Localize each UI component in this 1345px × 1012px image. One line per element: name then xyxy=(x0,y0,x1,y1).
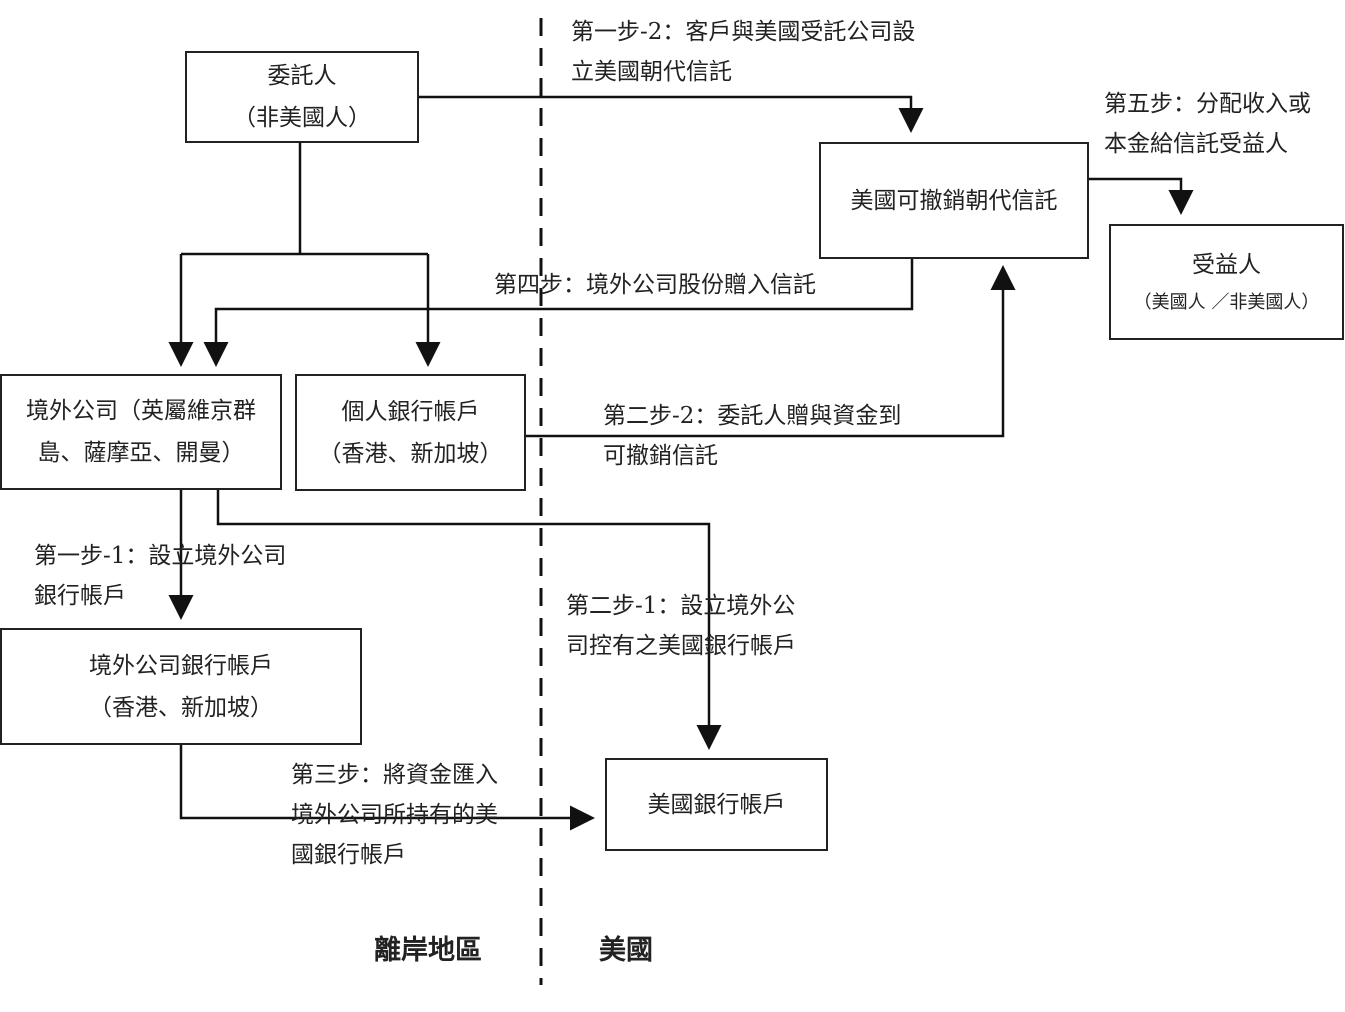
personal-account-sublabel: （香港、新加坡） xyxy=(318,440,503,467)
arrow-grantor-to-trust xyxy=(418,95,924,133)
step1-2-label: 第一步-2：客戶與美國受託公司設 立美國朝代信託 xyxy=(571,19,916,85)
beneficiary-box: 受益人 （美國人 ／非美國人） xyxy=(1109,224,1344,340)
personal-account-label: 個人銀行帳戶 xyxy=(341,398,480,425)
us-bank-account-box: 美國銀行帳戶 xyxy=(605,758,828,851)
offshore-company-box: 境外公司（英屬維京群 島、薩摩亞、開曼） xyxy=(0,374,282,490)
offshore-company-account-sublabel: （香港、新加坡） xyxy=(89,694,273,721)
arrow-account-to-us-bank xyxy=(179,744,595,831)
step2-2-label: 第二步-2：委託人贈與資金到 可撤銷信託 xyxy=(603,403,902,469)
offshore-company-sublabel: 島、薩摩亞、開曼） xyxy=(37,440,245,466)
step1-1-label: 第一步-1：設立境外公司 銀行帳戶 xyxy=(34,543,287,609)
arrow-personal-account-to-trust xyxy=(525,265,1016,438)
grantor-sublabel: （非美國人） xyxy=(233,105,371,131)
arrow-offshore-company-to-us-bank xyxy=(216,489,722,750)
region-offshore-label: 離岸地區 xyxy=(374,935,482,966)
us-trust-box: 美國可撤銷朝代信託 xyxy=(819,142,1089,259)
offshore-company-account-box: 境外公司銀行帳戶 （香港、新加坡） xyxy=(0,628,362,745)
arrow-trust-to-offshore-company xyxy=(203,258,914,367)
beneficiary-sublabel: （美國人 ／非美國人） xyxy=(1133,292,1320,313)
grantor-box: 委託人 （非美國人） xyxy=(185,51,419,143)
arrow-trust-to-beneficiary xyxy=(1088,177,1194,215)
offshore-company-label: 境外公司（英屬維京群 xyxy=(26,398,256,424)
beneficiary-label: 受益人 xyxy=(1192,252,1261,278)
personal-account-box: 個人銀行帳戶 （香港、新加坡） xyxy=(295,374,526,491)
step2-1-label: 第二步-1：設立境外公 司控有之美國銀行帳戶 xyxy=(566,593,796,659)
us-bank-account-label: 美國銀行帳戶 xyxy=(647,791,786,818)
us-trust-label: 美國可撤銷朝代信託 xyxy=(850,187,1058,214)
region-us-label: 美國 xyxy=(599,935,653,966)
step4-label: 第四步：境外公司股份贈入信託 xyxy=(494,272,816,298)
step5-label: 第五步：分配收入或 本金給信託受益人 xyxy=(1104,91,1311,157)
grantor-label: 委託人 xyxy=(267,63,337,89)
step3-label: 第三步：將資金匯入 境外公司所持有的美 國銀行帳戶 xyxy=(291,762,498,868)
offshore-company-account-label: 境外公司銀行帳戶 xyxy=(89,652,273,679)
